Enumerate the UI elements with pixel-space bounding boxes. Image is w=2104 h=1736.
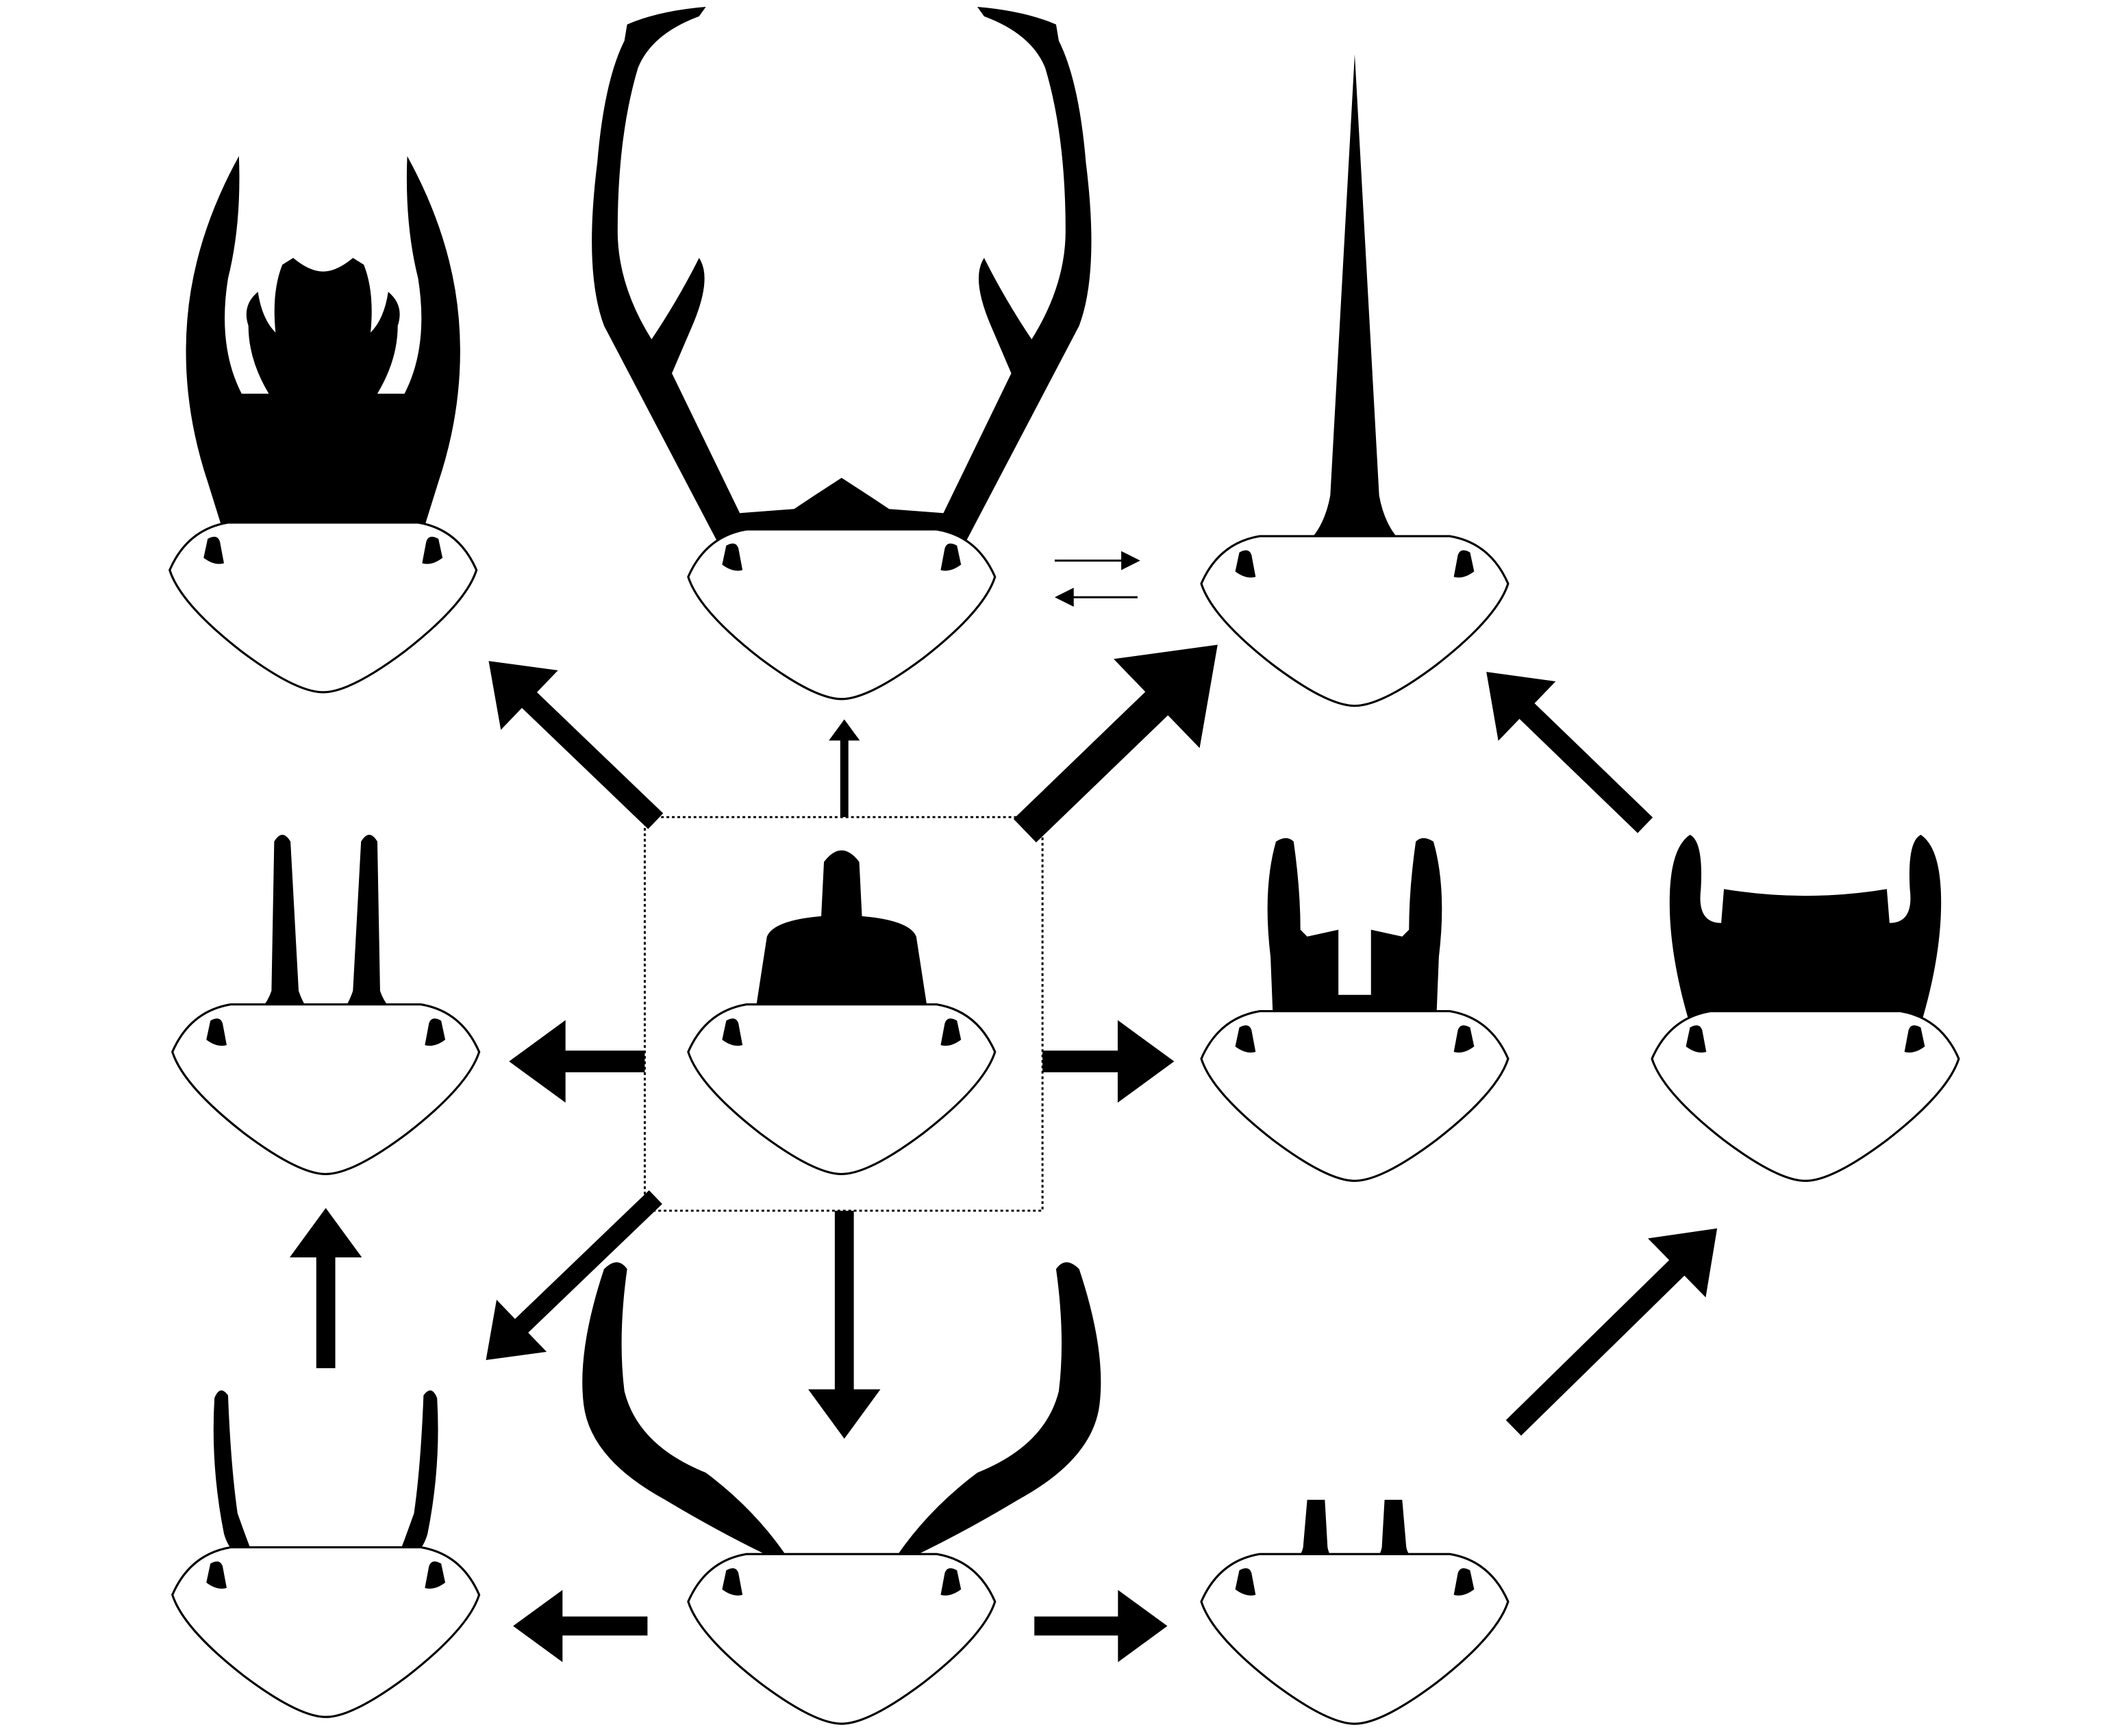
horn: [332, 834, 408, 1021]
arrow: [1042, 1020, 1175, 1103]
stub-horn-head: [1200, 1500, 1510, 1725]
head-outline: [171, 1546, 481, 1718]
horn: [1279, 1500, 1344, 1571]
head-outline: [1200, 1552, 1510, 1725]
eye: [722, 543, 743, 571]
eye: [203, 536, 225, 564]
single-spike-horn-head: [1200, 54, 1510, 707]
arrow: [488, 661, 664, 829]
eye: [1235, 1025, 1256, 1053]
head-outline: [1200, 1010, 1510, 1182]
eye: [1453, 550, 1475, 578]
broad-plate-head: [1651, 834, 1960, 1182]
arrow: [289, 1207, 362, 1368]
forked-horn-head: [168, 155, 478, 694]
head-outline: [168, 521, 478, 694]
eye: [1453, 1025, 1475, 1053]
arrow: [486, 1190, 662, 1360]
horn: [1279, 54, 1429, 557]
horn: [213, 1390, 258, 1568]
arrow: [1034, 1589, 1168, 1663]
eye: [422, 536, 443, 564]
twin-horn-head: [171, 834, 481, 1176]
eye: [425, 1018, 446, 1046]
eye: [722, 1568, 743, 1596]
eye: [425, 1561, 446, 1589]
arrow: [1505, 1228, 1718, 1436]
head-outline: [687, 1552, 997, 1725]
pronged-plate-head: [1200, 838, 1510, 1182]
eye: [1235, 1568, 1256, 1596]
horn: [889, 1262, 1101, 1568]
ancestral-head: [687, 850, 997, 1176]
horn: [1365, 1500, 1429, 1571]
head-outline: [1200, 535, 1510, 707]
head-outline: [171, 1003, 481, 1176]
horn: [1267, 838, 1442, 1025]
eye: [1904, 1025, 1925, 1053]
eye: [940, 1568, 962, 1596]
head-outline: [687, 1003, 997, 1176]
arrow: [808, 1210, 881, 1439]
horn: [592, 6, 1092, 546]
eye: [940, 543, 962, 571]
horn: [582, 1262, 794, 1568]
head-outline: [687, 528, 997, 701]
eye: [1453, 1568, 1475, 1596]
eye: [1235, 550, 1256, 578]
arrow: [829, 719, 860, 818]
eye: [206, 1018, 227, 1046]
head-outline: [1651, 1010, 1960, 1182]
curved-horn-head: [582, 1262, 1101, 1725]
arrow: [513, 1589, 648, 1663]
antler-horn-head: [592, 6, 1092, 701]
arrow: [509, 1020, 645, 1103]
eye: [206, 1561, 227, 1589]
eye: [940, 1018, 962, 1046]
eye: [722, 1018, 743, 1046]
horn: [1669, 834, 1942, 1025]
arrow: [1054, 588, 1138, 607]
lateral-horn-head: [171, 1390, 481, 1718]
horn: [186, 155, 460, 547]
eye: [1686, 1025, 1707, 1053]
horn: [753, 850, 930, 1025]
arrow: [1013, 644, 1218, 843]
horn: [244, 834, 319, 1021]
arrow: [1054, 551, 1140, 570]
horn: [393, 1390, 438, 1568]
arrow: [1486, 672, 1653, 833]
